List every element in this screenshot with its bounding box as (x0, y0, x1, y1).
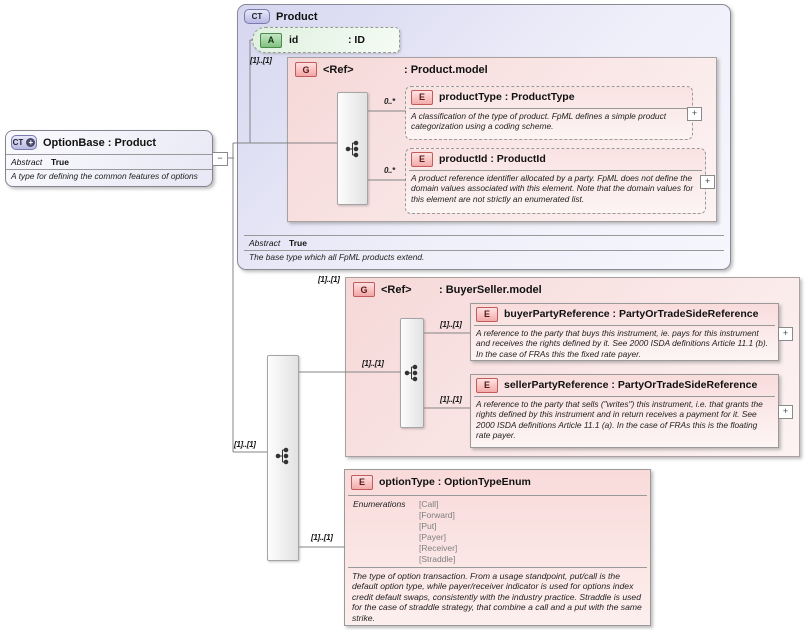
attribute-icon: A (260, 32, 282, 48)
producttype-header[interactable]: E productType : ProductType (406, 87, 692, 107)
element-icon: E (411, 151, 433, 167)
buyerpartyreference-annotation: A reference to the party that buys this … (476, 328, 769, 359)
extension-plus-icon: + (26, 138, 36, 147)
producttype-title: productType : ProductType (439, 91, 575, 103)
divider (409, 108, 689, 109)
enumeration-value: [Forward] (419, 510, 455, 520)
element-icon: E (411, 89, 433, 105)
optionbase-type-box: CT+ OptionBase : Product Abstract True A… (5, 130, 213, 187)
cardinality-label: [1]..[1] (440, 320, 462, 329)
cardinality-label: 0..* (384, 166, 395, 175)
optionbase-header[interactable]: CT+ OptionBase : Product (6, 131, 212, 154)
sequence-compositor-optionbase (267, 355, 299, 561)
divider (348, 495, 647, 496)
group-ref-label: <Ref> (323, 63, 354, 76)
cardinality-label: [1]..[1] (362, 359, 384, 368)
buyerseller-model-header[interactable]: G <Ref> : BuyerSeller.model (346, 278, 799, 301)
productid-title: productId : ProductId (439, 153, 546, 165)
element-icon: E (476, 306, 498, 322)
sequence-icon (345, 140, 358, 158)
divider (409, 170, 702, 171)
producttype-element-box: E productType : ProductType A classifica… (405, 86, 693, 140)
abstract-label: Abstract (249, 238, 281, 248)
cardinality-label: [1]..[1] (250, 56, 272, 65)
buyerpartyreference-title: buyerPartyReference : PartyOrTradeSideRe… (504, 308, 759, 320)
divider (474, 396, 775, 397)
group-ref-label: <Ref> (381, 283, 412, 296)
enumerations-label: Enumerations (353, 499, 406, 509)
element-icon: E (476, 377, 498, 393)
cardinality-label: [1]..[1] (234, 440, 256, 449)
enumeration-values: [Call] [Forward] [Put] [Payer] [Receiver… (419, 499, 457, 565)
group-ref-type: : BuyerSeller.model (439, 283, 542, 296)
collapse-toggle-optionbase[interactable]: − (212, 152, 228, 166)
producttype-annotation: A classification of the type of product.… (411, 111, 667, 132)
abstract-row: Abstract True (244, 235, 724, 251)
abstract-value: True (51, 157, 69, 167)
complextype-extension-icon: CT+ (11, 135, 37, 150)
divider (474, 325, 775, 326)
cardinality-label: [1]..[1] (318, 275, 340, 284)
sequence-compositor-buyerseller (400, 318, 424, 428)
group-icon: G (295, 62, 317, 77)
optionbase-title: OptionBase : Product (43, 136, 157, 149)
product-annotation: The base type which all FpML products ex… (249, 252, 425, 262)
product-abstract-section: Abstract True The base type which all Fp… (244, 235, 724, 264)
buyerpartyreference-header[interactable]: E buyerPartyReference : PartyOrTradeSide… (471, 304, 778, 324)
expand-toggle-producttype[interactable]: + (687, 107, 702, 121)
optiontype-element-box: E optionType : OptionTypeEnum Enumeratio… (344, 469, 651, 626)
product-type-header[interactable]: CT Product (238, 5, 730, 28)
divider (348, 567, 647, 568)
cardinality-label: 0..* (384, 97, 395, 106)
product-model-header[interactable]: G <Ref> : Product.model (288, 58, 716, 81)
product-title: Product (276, 10, 318, 23)
productid-element-box: E productId : ProductId A product refere… (405, 148, 706, 214)
productid-annotation: A product reference identifier allocated… (411, 173, 694, 204)
enumerations-section: Enumerations [Call] [Forward] [Put] [Pay… (345, 497, 650, 566)
optionbase-annotation: A type for defining the common features … (11, 171, 198, 181)
expand-toggle-productid[interactable]: + (700, 175, 715, 189)
cardinality-label: [1]..[1] (440, 395, 462, 404)
abstract-label: Abstract (11, 157, 43, 167)
cardinality-label: [1]..[1] (311, 533, 333, 542)
optiontype-header[interactable]: E optionType : OptionTypeEnum (345, 470, 650, 494)
sellerpartyreference-element-box: E sellerPartyReference : PartyOrTradeSid… (470, 374, 779, 448)
element-icon: E (351, 474, 373, 490)
id-attribute-box[interactable]: A id : ID (252, 27, 400, 53)
expand-toggle-sellerpartyreference[interactable]: + (778, 405, 793, 419)
optiontype-title: optionType : OptionTypeEnum (379, 476, 531, 488)
attribute-type: : ID (348, 34, 365, 46)
abstract-value: True (289, 238, 307, 248)
sequence-compositor-product-model (337, 92, 368, 205)
optiontype-annotation: The type of option transaction. From a u… (352, 571, 642, 623)
enumeration-value: [Put] (419, 521, 437, 531)
enumeration-value: [Straddle] (419, 554, 456, 564)
productid-header[interactable]: E productId : ProductId (406, 149, 705, 169)
attribute-name: id (289, 34, 299, 46)
enumeration-value: [Payer] (419, 532, 446, 542)
buyerpartyreference-element-box: E buyerPartyReference : PartyOrTradeSide… (470, 303, 779, 361)
complextype-icon: CT (244, 9, 270, 24)
group-ref-type: : Product.model (404, 63, 488, 76)
sellerpartyreference-annotation: A reference to the party that sells ("wr… (476, 399, 763, 440)
sellerpartyreference-header[interactable]: E sellerPartyReference : PartyOrTradeSid… (471, 375, 778, 395)
expand-toggle-buyerpartyreference[interactable]: + (778, 327, 793, 341)
enumeration-value: [Receiver] (419, 543, 458, 553)
sequence-icon (404, 364, 418, 382)
sellerpartyreference-title: sellerPartyReference : PartyOrTradeSideR… (504, 379, 758, 391)
sequence-icon (275, 447, 289, 465)
optionbase-abstract-row: Abstract True (6, 154, 212, 170)
enumeration-value: [Call] (419, 499, 439, 509)
group-icon: G (353, 282, 375, 297)
